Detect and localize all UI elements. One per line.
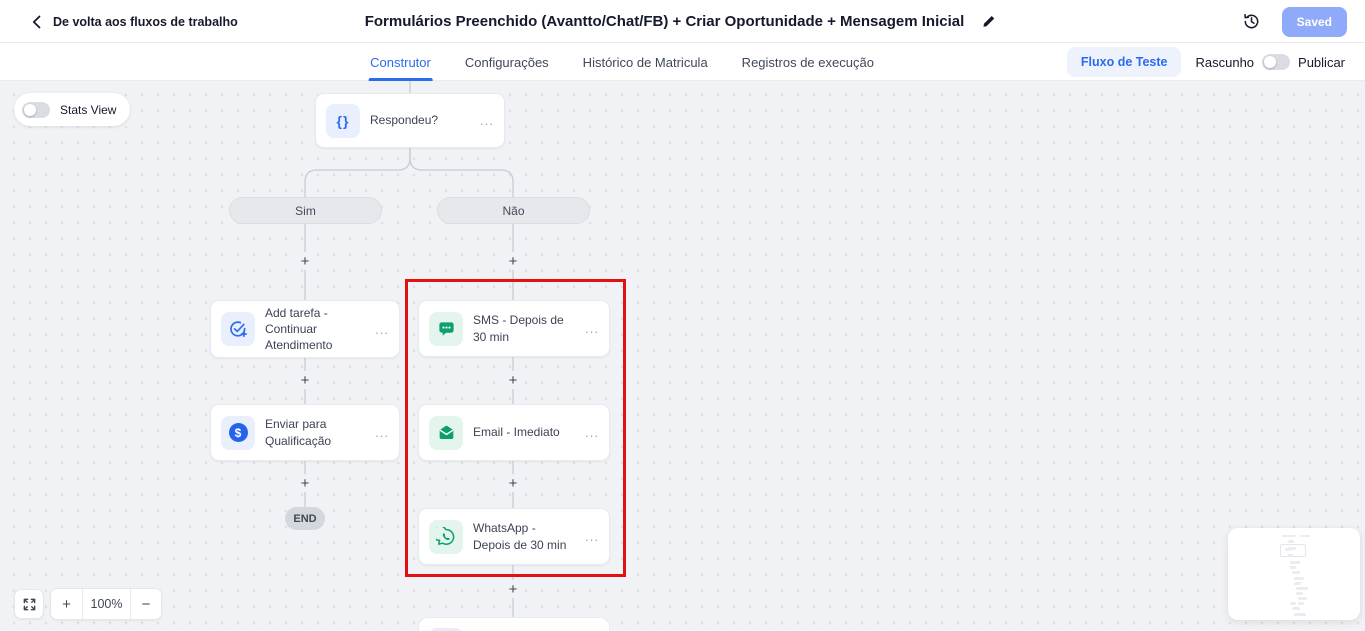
node-partial-bottom[interactable] xyxy=(418,617,610,631)
whatsapp-icon xyxy=(429,519,463,554)
node-label: Respondeu? xyxy=(370,113,439,128)
test-flow-button[interactable]: Fluxo de Teste xyxy=(1066,47,1182,77)
add-step-button[interactable]: + xyxy=(296,371,314,389)
node-label: Email - Imediato xyxy=(473,425,560,440)
zoom-out-button[interactable]: − xyxy=(130,589,161,619)
node-menu-button[interactable]: ... xyxy=(585,529,599,544)
version-history-clock-icon[interactable] xyxy=(1240,10,1264,34)
stats-view-switch[interactable] xyxy=(22,101,50,118)
node-menu-button[interactable]: ... xyxy=(480,113,494,128)
branch-pill-sim: Sim xyxy=(229,197,382,224)
back-to-workflows-link[interactable]: De volta aos fluxos de trabalho xyxy=(30,0,238,43)
edit-title-pencil-icon[interactable] xyxy=(976,10,1000,34)
node-label: Enviar para Qualificação xyxy=(265,417,332,448)
node-whatsapp[interactable]: WhatsApp - Depois de 30 min ... xyxy=(418,508,610,565)
workflow-canvas[interactable]: Stats View {} Respondeu? ... Sim Não + +… xyxy=(0,81,1365,631)
add-step-button[interactable]: + xyxy=(504,474,522,492)
node-label: SMS - Depois de 30 min xyxy=(473,313,564,344)
back-label: De volta aos fluxos de trabalho xyxy=(53,14,238,29)
node-label: Add tarefa - Continuar Atendimento xyxy=(265,305,333,353)
end-marker: END xyxy=(285,507,325,530)
tab-registros-execucao[interactable]: Registros de execução xyxy=(741,54,874,70)
curly-braces-icon: {} xyxy=(326,103,360,138)
stats-view-label: Stats View xyxy=(60,102,117,117)
publish-label: Publicar xyxy=(1298,54,1345,70)
node-sms[interactable]: SMS - Depois de 30 min ... xyxy=(418,300,610,357)
node-menu-button[interactable]: ... xyxy=(375,321,389,337)
add-step-button[interactable]: + xyxy=(296,252,314,270)
node-respondeu[interactable]: {} Respondeu? ... xyxy=(315,93,505,148)
page-title: Formulários Preenchido (Avantto/Chat/FB)… xyxy=(364,13,965,30)
node-add-tarefa[interactable]: Add tarefa - Continuar Atendimento ... xyxy=(210,300,400,358)
chevron-left-icon xyxy=(30,15,44,29)
task-check-icon xyxy=(221,312,255,346)
node-enviar-qualificacao[interactable]: $ Enviar para Qualificação ... xyxy=(210,404,400,461)
node-icon-partial xyxy=(429,628,463,631)
add-step-button[interactable]: + xyxy=(296,474,314,492)
fit-view-button[interactable] xyxy=(14,589,44,619)
connector-lines xyxy=(304,81,514,617)
sms-bubble-icon xyxy=(429,311,463,346)
top-header: De volta aos fluxos de trabalho Formulár… xyxy=(0,0,1365,43)
minimap-viewport[interactable] xyxy=(1280,544,1306,557)
node-menu-button[interactable]: ... xyxy=(585,321,599,336)
node-label: WhatsApp - Depois de 30 min xyxy=(473,521,567,552)
tab-historico-matricula[interactable]: Histórico de Matricula xyxy=(582,54,708,70)
saved-button[interactable]: Saved xyxy=(1281,6,1347,37)
stats-view-toggle-pill[interactable]: Stats View xyxy=(14,93,131,126)
branch-pill-nao: Não xyxy=(437,197,590,224)
email-envelope-icon xyxy=(429,415,463,450)
tab-construtor[interactable]: Construtor xyxy=(368,43,433,81)
publish-toggle[interactable] xyxy=(1262,54,1291,70)
zoom-in-button[interactable]: + xyxy=(62,595,71,613)
add-step-button[interactable]: + xyxy=(504,371,522,389)
tab-configuracoes[interactable]: Configurações xyxy=(464,54,549,70)
zoom-control-group: + 100% − xyxy=(50,588,162,620)
node-email[interactable]: Email - Imediato ... xyxy=(418,404,610,461)
node-menu-button[interactable]: ... xyxy=(375,425,389,440)
draft-label: Rascunho xyxy=(1195,54,1255,70)
node-menu-button[interactable]: ... xyxy=(585,425,599,440)
expand-arrows-icon xyxy=(22,597,37,612)
add-step-button[interactable]: + xyxy=(504,252,522,270)
zoom-level-display: 100% xyxy=(82,589,130,619)
minimap[interactable] xyxy=(1228,528,1360,620)
add-step-button[interactable]: + xyxy=(504,580,522,598)
opportunity-dollar-icon: $ xyxy=(221,415,255,450)
workflow-tabbar: Construtor Configurações Histórico de Ma… xyxy=(0,43,1365,81)
